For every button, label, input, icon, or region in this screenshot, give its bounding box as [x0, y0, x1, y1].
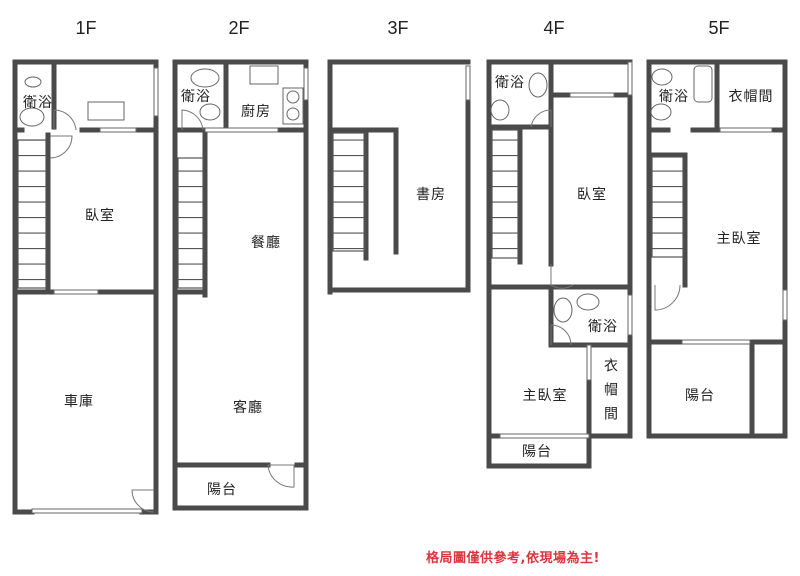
windows — [31, 61, 788, 514]
floor-label-1f: 1F — [75, 18, 97, 38]
fixtures — [19, 65, 713, 323]
room-2f-balcony: 陽台 — [207, 482, 237, 498]
floor-1f-walls — [12, 59, 159, 515]
disclaimer-text: 格局圖僅供參考,依現場為主! — [426, 551, 600, 566]
floor-label-5f: 5F — [708, 18, 730, 38]
room-4f-balcony: 陽台 — [522, 444, 552, 460]
room-5f-master-bedroom: 主臥室 — [716, 231, 762, 247]
floor-label-3f: 3F — [387, 18, 409, 38]
room-4f-bathroom-2: 衛浴 — [588, 319, 618, 335]
room-2f-kitchen: 廚房 — [241, 104, 271, 120]
room-1f-bedroom: 臥室 — [85, 208, 115, 224]
room-5f-balcony: 陽台 — [685, 388, 715, 404]
floor-label-2f: 2F — [228, 18, 250, 38]
room-1f-bathroom: 衛浴 — [23, 95, 53, 111]
floor-2f-walls — [172, 59, 309, 511]
room-5f-walk-in-closet: 衣帽間 — [728, 89, 774, 105]
floor-4f-walls — [486, 59, 633, 469]
floor-3f-walls — [327, 59, 471, 295]
floor-label-4f: 4F — [543, 18, 565, 38]
room-1f-garage: 車庫 — [64, 394, 94, 410]
room-2f-dining-room: 餐廳 — [251, 235, 281, 251]
room-4f-walk-in-closet: 衣帽間 — [602, 358, 618, 430]
room-4f-bathroom-1: 衛浴 — [495, 75, 525, 91]
room-4f-bedroom: 臥室 — [577, 187, 607, 203]
room-3f-study: 書房 — [416, 187, 446, 203]
room-2f-bathroom: 衛浴 — [181, 89, 211, 105]
doors — [49, 109, 681, 513]
room-2f-living-room: 客廳 — [233, 400, 263, 416]
room-4f-master-bedroom: 主臥室 — [522, 388, 568, 404]
stairs — [17, 129, 684, 289]
room-5f-bathroom: 衛浴 — [659, 89, 689, 105]
